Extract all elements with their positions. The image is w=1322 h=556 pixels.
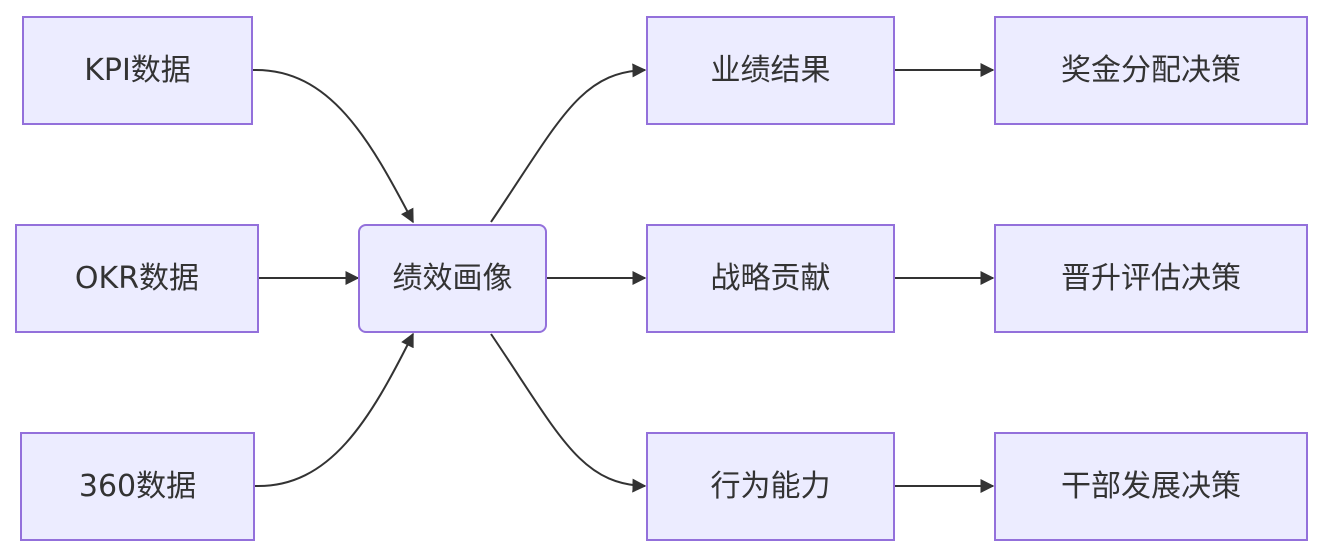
node-promotion-decision: 晋升评估决策 [994, 224, 1308, 333]
node-behavior-capability-label: 行为能力 [710, 468, 831, 504]
node-okr-data-label: OKR数据 [74, 260, 200, 296]
edge-portrait-to-results [490, 63, 647, 223]
node-bonus-decision-label: 奖金分配决策 [1061, 52, 1241, 88]
edge-kpi-to-portrait [252, 68, 414, 224]
node-kpi-data-label: KPI数据 [84, 52, 191, 88]
node-business-results: 业绩结果 [646, 16, 895, 125]
node-360-data: 360数据 [20, 432, 255, 541]
node-behavior-capability: 行为能力 [646, 432, 895, 541]
edge-360-to-portrait [254, 332, 414, 488]
node-strategic-contribution-label: 战略贡献 [710, 260, 831, 296]
edge-portrait-to-behavior [490, 333, 647, 493]
node-promotion-decision-label: 晋升评估决策 [1061, 260, 1241, 296]
node-okr-data: OKR数据 [15, 224, 259, 333]
node-cadre-development-decision: 干部发展决策 [994, 432, 1308, 541]
node-business-results-label: 业绩结果 [710, 52, 831, 88]
node-360-data-label: 360数据 [78, 468, 197, 504]
node-strategic-contribution: 战略贡献 [646, 224, 895, 333]
node-performance-portrait: 绩效画像 [358, 224, 547, 333]
node-cadre-development-decision-label: 干部发展决策 [1061, 468, 1241, 504]
node-performance-portrait-label: 绩效画像 [392, 260, 513, 296]
node-kpi-data: KPI数据 [22, 16, 253, 125]
node-bonus-decision: 奖金分配决策 [994, 16, 1308, 125]
